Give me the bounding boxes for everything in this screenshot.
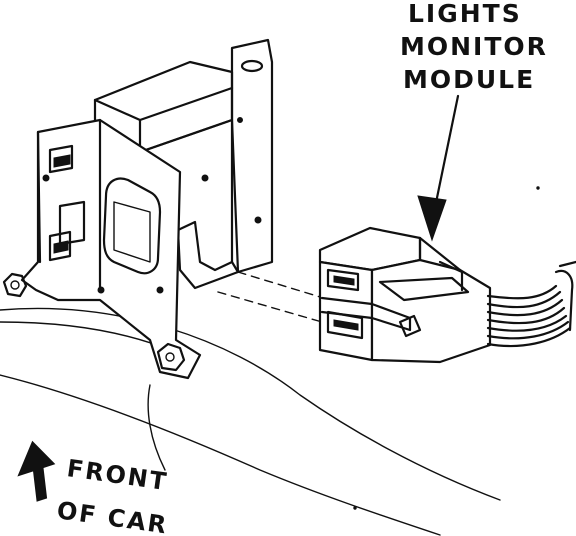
insertion-guide-lines: [217, 271, 331, 323]
nut-left: [2, 272, 28, 298]
speck: [536, 186, 540, 190]
speck: [353, 506, 357, 510]
bracket-screw: [254, 216, 262, 224]
bracket-screw: [201, 174, 209, 182]
callout-line-1: LIGHTS: [408, 0, 522, 28]
arrow-up-left-icon: [17, 440, 56, 502]
nut-right: [156, 342, 186, 372]
bracket-screw: [42, 174, 50, 182]
bracket-slot: [240, 59, 264, 73]
front-line-2: OF CAR: [55, 496, 170, 536]
bracket-front-plate: [20, 118, 202, 380]
bracket-screw: [156, 286, 164, 294]
callout-line-3: MODULE: [403, 65, 535, 94]
bracket-screw: [237, 117, 243, 123]
callout-label: LIGHTS MONITOR MODULE: [400, 0, 548, 94]
arrow-down-icon: [417, 94, 460, 242]
front-line-1: FRONT: [65, 454, 170, 496]
lights-monitor-module: [318, 226, 576, 364]
bracket-screw: [97, 286, 105, 294]
mounting-bracket: [93, 38, 274, 290]
callout-line-2: MONITOR: [400, 32, 548, 61]
front-of-car-label: FRONT OF CAR: [55, 454, 170, 536]
